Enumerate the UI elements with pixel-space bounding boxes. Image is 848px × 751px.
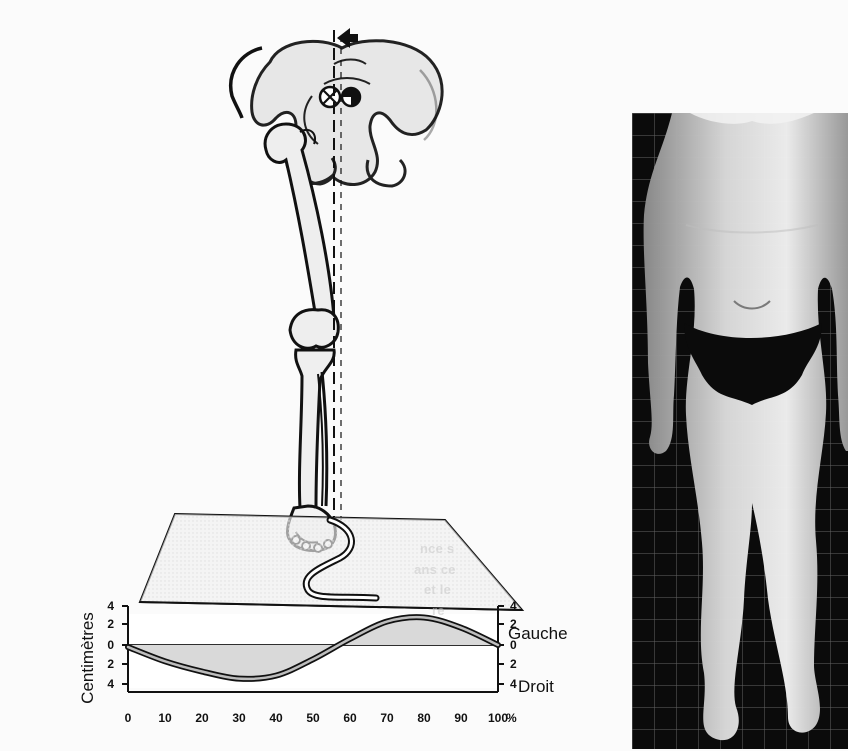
y-tick-labels-left: 4 2 0 2 4 <box>107 599 114 691</box>
ghost-text-line-1: nce s <box>420 541 454 556</box>
y-tick-label-left: 2 <box>107 657 114 671</box>
y-axis-title: Centimètres <box>78 608 98 708</box>
x-tick-label: 30 <box>232 711 246 725</box>
x-tick-label: 20 <box>195 711 209 725</box>
x-unit-label: % <box>506 711 517 725</box>
x-tick-label: 10 <box>158 711 172 725</box>
y-tick-label-left: 0 <box>107 638 114 652</box>
y-tick-label-right: 4 <box>510 677 517 691</box>
ghost-text-line-4: re <box>432 603 445 618</box>
y-tick-label-left: 2 <box>107 617 114 631</box>
y-tick-label-right: 4 <box>510 599 517 613</box>
ghost-text-line-2: ans ce <box>414 562 456 577</box>
ghost-text-line-3: et le <box>424 582 451 597</box>
y-tick-label-left: 4 <box>107 599 114 613</box>
x-tick-label: 60 <box>343 711 357 725</box>
x-tick-label: 80 <box>417 711 431 725</box>
x-tick-label: 70 <box>380 711 394 725</box>
y-tick-label-left: 4 <box>107 677 114 691</box>
body-photo-svg <box>632 113 848 749</box>
x-tick-label: 90 <box>454 711 468 725</box>
left-side-label: Gauche <box>508 624 568 644</box>
right-side-label: Droit <box>518 677 554 697</box>
y-tick-label-right: 2 <box>510 657 517 671</box>
x-tick-label: 40 <box>269 711 283 725</box>
lower-leg-bones <box>296 350 335 508</box>
x-tick-label: 0 <box>125 711 132 725</box>
body-photo <box>632 113 848 749</box>
pelvis-bone <box>252 41 443 186</box>
x-tick-label: 50 <box>306 711 320 725</box>
